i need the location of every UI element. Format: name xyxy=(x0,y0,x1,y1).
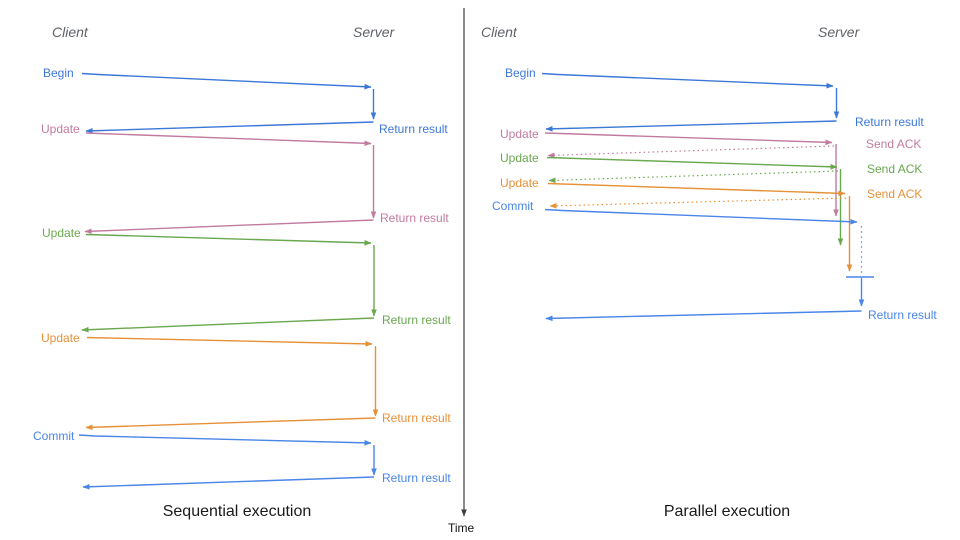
left-panel-caption: Sequential execution xyxy=(162,503,312,520)
right-return2-label: Return result xyxy=(868,308,937,322)
right-panel-caption: Parallel execution xyxy=(663,503,791,520)
left-update2-label: Update xyxy=(42,226,81,240)
right-ack2-arrow xyxy=(548,170,839,184)
right-commit-label: Commit xyxy=(492,199,534,213)
left-begin-label: Begin xyxy=(43,66,74,80)
right-begin-label: Begin xyxy=(505,66,536,80)
left-return1-label: Return result xyxy=(379,122,448,136)
right-sync-bar xyxy=(846,276,874,307)
left-server-header: Server xyxy=(353,24,395,40)
left-return2-label: Return result xyxy=(380,211,449,225)
left-update1-label: Update xyxy=(41,122,80,136)
right-ack3-arrow xyxy=(549,197,847,209)
left-update3-request-arrow xyxy=(86,336,379,417)
left-begin-request-arrow xyxy=(81,72,377,120)
left-client-header: Client xyxy=(52,24,88,40)
left-update2-request-arrow xyxy=(85,233,377,317)
left-return2-arrow xyxy=(84,219,374,235)
right-update1-request-arrow xyxy=(544,132,839,217)
right-ack2-label: Send ACK xyxy=(867,162,923,176)
left-return1-arrow xyxy=(85,121,374,134)
time-axis-label: Time xyxy=(448,521,475,535)
left-panel-arrows xyxy=(78,72,379,490)
left-return3-label: Return result xyxy=(382,313,451,327)
right-panel-arrows xyxy=(541,72,874,322)
left-return5-arrow xyxy=(82,476,375,490)
left-return4-arrow xyxy=(85,417,376,431)
left-update3-label: Update xyxy=(41,331,80,345)
left-return4-label: Return result xyxy=(382,411,451,425)
left-return5-label: Return result xyxy=(382,471,451,485)
right-ack1-arrow xyxy=(547,145,835,159)
right-ack3-label: Send ACK xyxy=(867,187,923,201)
right-commit-request-arrow xyxy=(544,208,858,225)
right-update1-label: Update xyxy=(500,127,539,141)
left-update1-request-arrow xyxy=(85,132,377,219)
left-return3-arrow xyxy=(81,317,375,333)
right-return1-label: Return result xyxy=(855,115,924,129)
right-begin-request-arrow xyxy=(541,72,840,119)
right-update2-label: Update xyxy=(500,151,539,165)
right-update3-label: Update xyxy=(500,176,539,190)
left-commit-request-arrow xyxy=(78,434,377,476)
right-server-header: Server xyxy=(818,24,860,40)
right-ack1-label: Send ACK xyxy=(866,137,922,151)
right-return1-arrow xyxy=(545,120,837,132)
right-return2-arrow xyxy=(545,310,862,322)
right-update2-request-arrow xyxy=(546,156,844,246)
right-client-header: Client xyxy=(481,24,517,40)
right-update3-request-arrow xyxy=(547,182,853,272)
left-commit-label: Commit xyxy=(33,429,75,443)
